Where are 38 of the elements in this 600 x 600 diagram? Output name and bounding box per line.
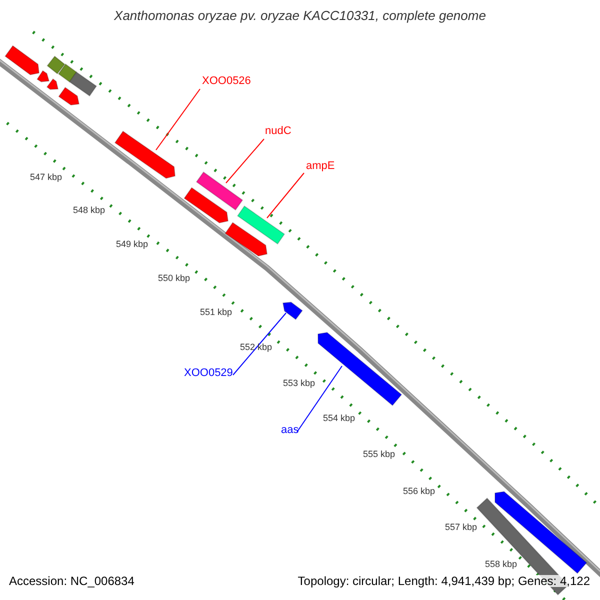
gene-bar [114,130,176,179]
gene-bar [236,205,286,245]
position-label: 558 kbp [485,560,518,569]
position-label: 548 kbp [73,206,106,215]
genome-info-text: Topology: circular; Length: 4,941,439 bp; Genes: 4,122 [298,575,590,587]
position-label: 549 kbp [116,240,148,249]
gene-bar [46,56,66,74]
leader-line [232,312,286,376]
gene-bar [4,45,40,76]
position-label: 556 kbp [403,487,436,496]
leader-line [226,138,264,184]
position-label: 550 kbp [158,274,190,283]
leader-line [296,366,342,432]
gene-bar [196,171,244,211]
position-label: 554 kbp [323,414,356,423]
position-label: 555 kbp [363,450,396,459]
gene-bar [68,71,98,97]
accession-text: Accession: NC_006834 [9,575,134,587]
gene-bar [36,70,50,82]
leader-line [156,88,200,150]
gene-bar [318,332,402,406]
gene-bar [282,302,303,320]
gene-bar [46,78,59,90]
gene-label: XOO0526 [202,76,251,87]
position-label: 552 kbp [240,343,272,352]
gene-label: XOO0529 [184,368,233,379]
gene-bar [184,187,229,224]
leader-line [266,172,304,218]
position-label: 551 kbp [200,308,232,317]
gene-label: aas [281,425,299,436]
gene-bar [58,86,80,106]
gene-label: ampE [306,161,335,172]
position-label: 557 kbp [445,523,478,532]
map-title: Xanthomonas oryzae pv. oryzae KACC10331, complete genome [113,9,487,22]
position-label: 547 kbp [30,173,62,182]
gene-label: nudC [265,126,292,137]
gene-bar [58,63,78,83]
gene-bar [224,222,268,257]
